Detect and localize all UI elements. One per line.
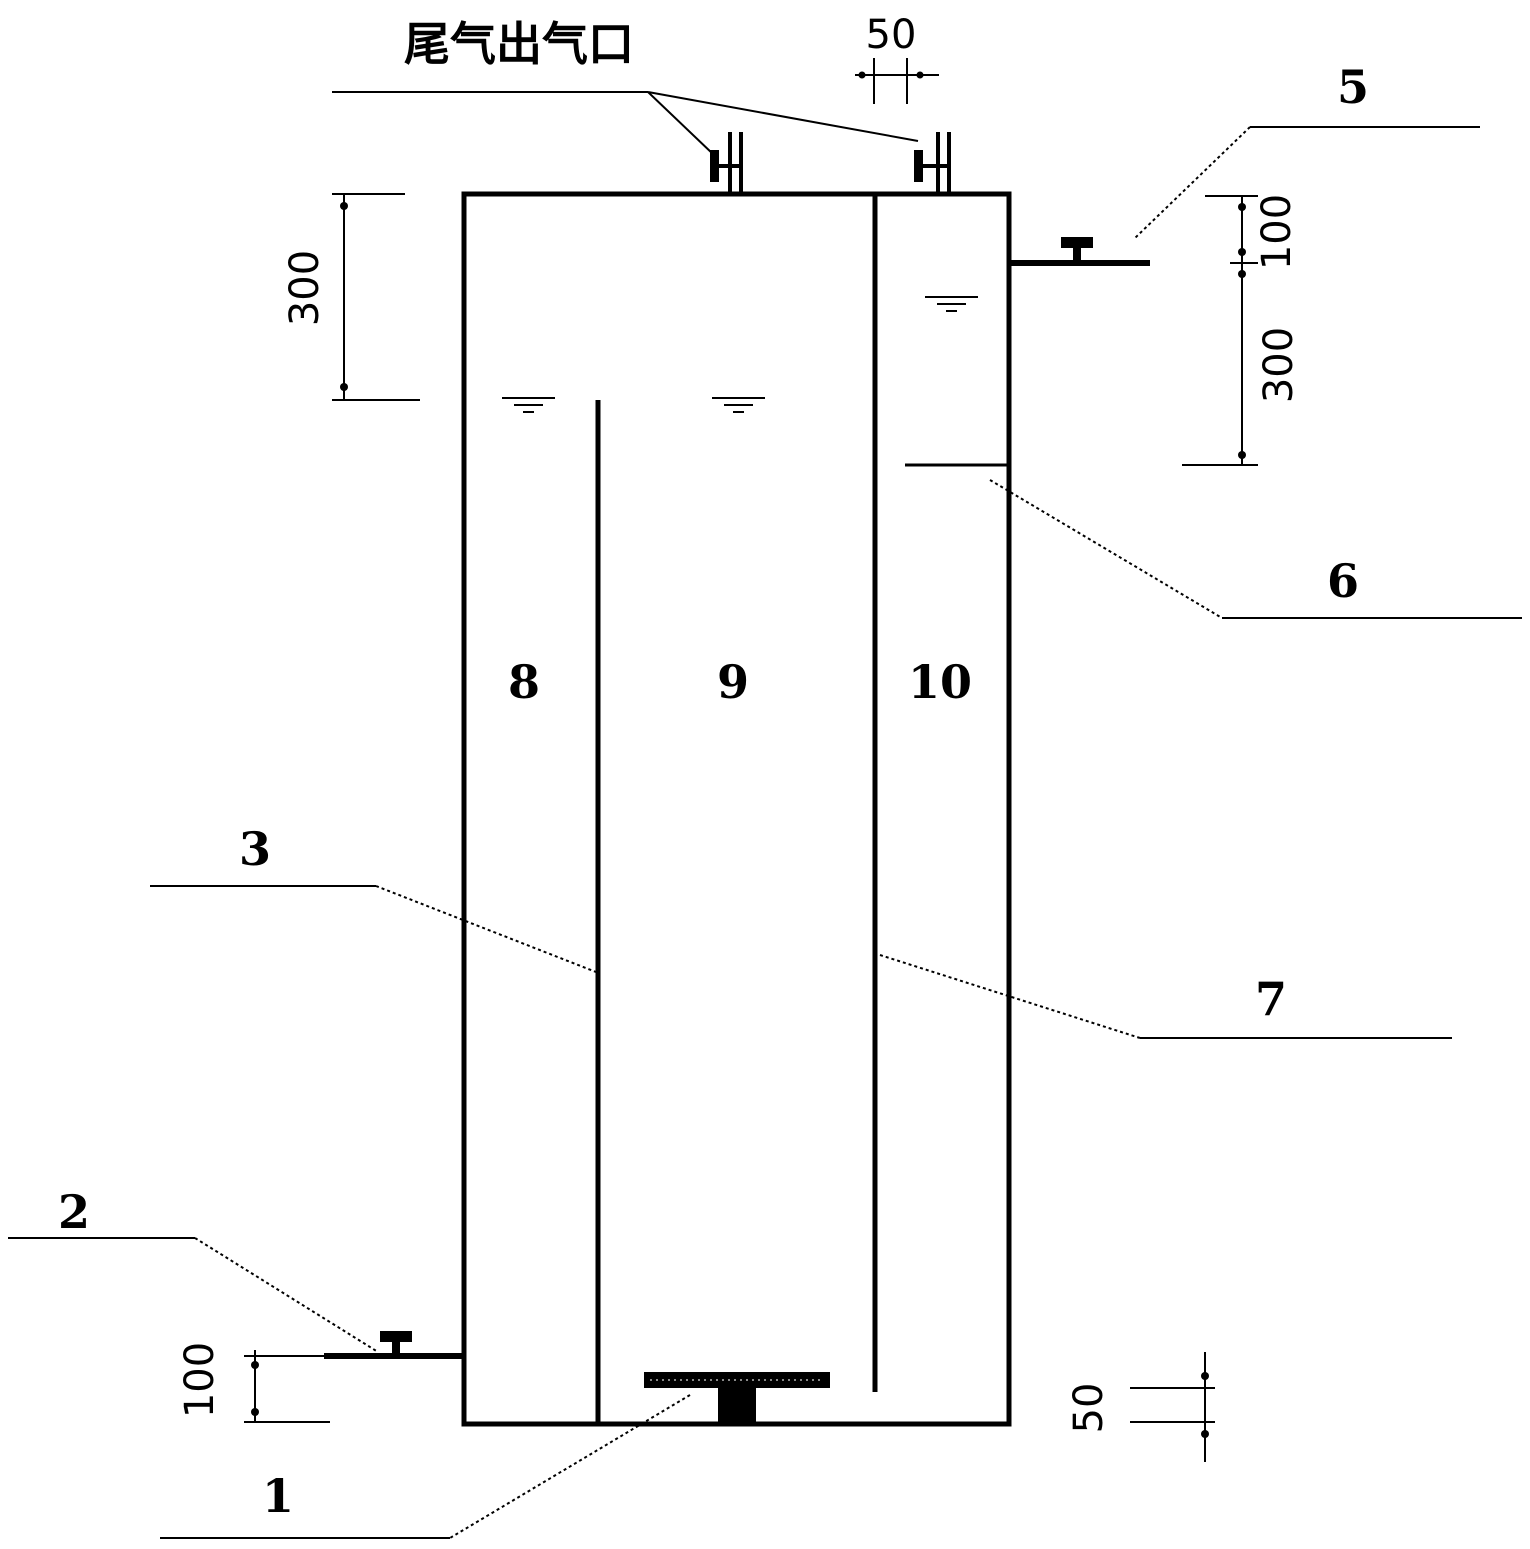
dimension-top-50-dot-b [916, 71, 924, 79]
dimension-left-bottom-100: 100 [177, 1342, 223, 1418]
dimension-left-top-lines [332, 193, 420, 401]
dimension-left-top-dot-a [340, 202, 348, 210]
dimension-left-bottom-dot-b [251, 1408, 259, 1416]
dimension-left-top-dot-b [340, 383, 348, 391]
title-leader-b [647, 91, 919, 142]
dimension-left-top-300: 300 [282, 250, 328, 326]
dimension-right-dot-a [1238, 203, 1246, 211]
compartment-9: 9 [717, 655, 749, 709]
dimension-right-dot-b [1238, 248, 1246, 256]
dimension-bottom-right-lines [1130, 1352, 1215, 1462]
label-1: 1 [262, 1469, 294, 1523]
dimension-top-50-dot-a [858, 71, 866, 79]
title-leader-a [647, 91, 715, 156]
label-5: 5 [1337, 60, 1369, 114]
compartment-8: 8 [508, 655, 540, 709]
dimension-right-dot-d [1238, 451, 1246, 459]
gas-outlet-right [914, 132, 951, 194]
label-7: 7 [1255, 972, 1287, 1026]
dimension-bottom-right-dot-b [1201, 1430, 1209, 1438]
water-level-symbol-middle [712, 397, 765, 413]
inlet-valve-2 [324, 1331, 464, 1359]
water-level-symbol-left [502, 397, 555, 413]
leader-3 [375, 885, 597, 973]
dimension-right-300: 300 [1256, 327, 1302, 403]
leader-6 [989, 479, 1223, 619]
dimension-left-bottom-dot-a [251, 1361, 259, 1369]
gas-outlet-left [710, 132, 743, 194]
dimension-top-50-lines [855, 58, 939, 104]
compartment-10: 10 [908, 655, 972, 709]
leader-2 [194, 1237, 379, 1353]
bottom-diffuser-1 [644, 1372, 830, 1424]
dimension-top-50: 50 [866, 12, 917, 58]
dimension-right-100: 100 [1254, 194, 1300, 270]
dimension-bottom-right-50: 50 [1066, 1383, 1112, 1434]
dimension-right-lines [1182, 195, 1258, 466]
label-2: 2 [58, 1185, 90, 1239]
tank-outline [461, 191, 1012, 1427]
leader-1 [449, 1394, 691, 1539]
outlet-valve-5 [1009, 237, 1150, 266]
dimension-right-dot-c [1238, 270, 1246, 278]
leader-5 [1134, 126, 1251, 239]
label-3: 3 [239, 822, 271, 876]
dimension-bottom-right-dot-a [1201, 1372, 1209, 1380]
title-gas-outlet: 尾气出气口 [404, 17, 634, 71]
water-level-symbol-right [925, 296, 978, 312]
label-6: 6 [1327, 554, 1359, 608]
